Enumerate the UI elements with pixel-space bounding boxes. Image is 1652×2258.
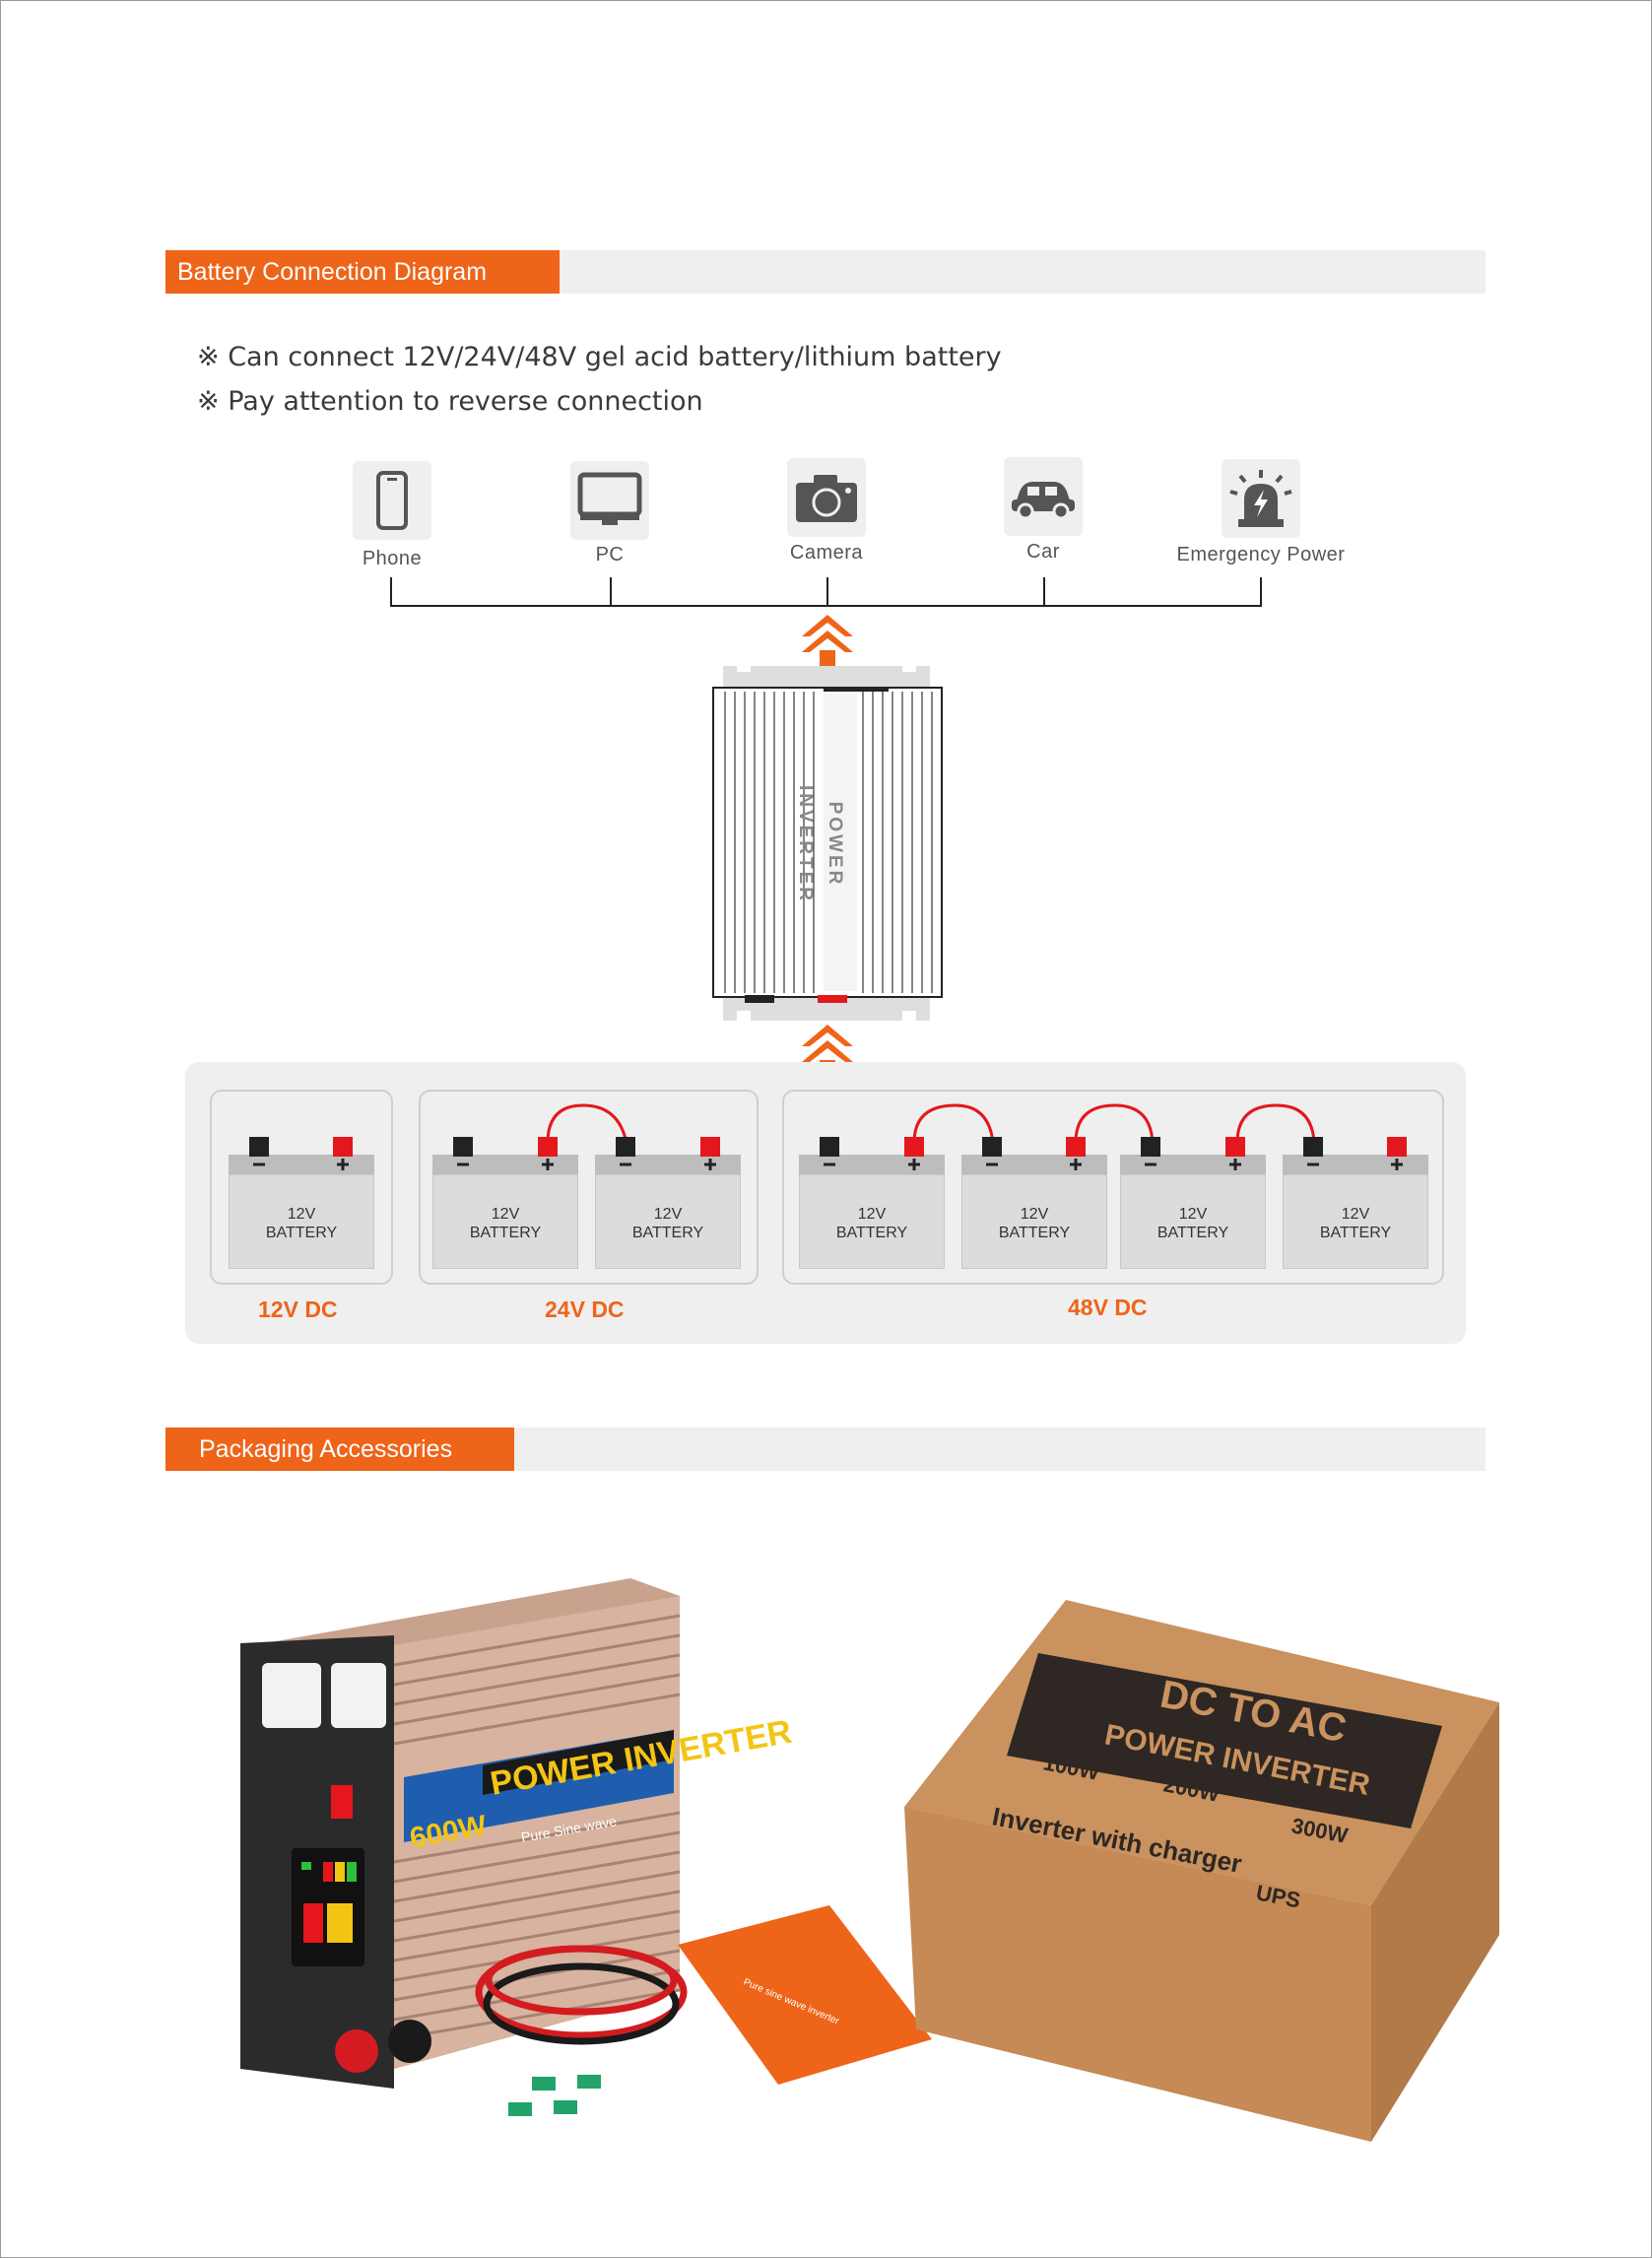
group-label-48v: 48V DC (1068, 1295, 1148, 1320)
group-label-24v: 24V DC (545, 1296, 625, 1322)
device-label-car: Car (1026, 541, 1060, 563)
section-header-connection: Battery Connection Diagram (165, 250, 1486, 294)
battery-terminals (249, 1137, 1407, 1170)
black-terminal-knob (388, 2020, 431, 2063)
battery-cables (475, 1945, 688, 2045)
note-compatibility: ※ Can connect 12V/24V/48V gel acid batte… (197, 342, 1002, 372)
device-label-camera: Camera (789, 542, 864, 564)
camera-icon (796, 475, 857, 522)
device-phone (353, 461, 431, 540)
group-12v (210, 1090, 393, 1285)
group-48v (782, 1090, 1444, 1285)
section-title-packaging: Packaging Accessories (165, 1428, 514, 1471)
device-label-pc: PC (595, 544, 625, 565)
packaging-photo: 600W POWER INVERTER Pure Sine wave Pure … (240, 1578, 1499, 2142)
note-reverse-connection: ※ Pay attention to reverse connection (197, 386, 703, 417)
wiring-diagram (390, 577, 1262, 1082)
series-jumpers (546, 1103, 1316, 1144)
section-title-connection: Battery Connection Diagram (165, 250, 560, 294)
device-camera (787, 458, 866, 537)
red-terminal-knob (335, 2029, 378, 2073)
device-pc (570, 461, 649, 540)
manual-leaflet (678, 1905, 932, 2085)
bus-lines (390, 577, 1262, 607)
device-car (1004, 457, 1083, 536)
fuses (508, 2075, 601, 2116)
section-header-packaging: Packaging Accessories (165, 1428, 1486, 1471)
packaging-box (904, 1600, 1499, 2142)
device-emergency-power (1222, 459, 1300, 538)
inverter-drawing (712, 662, 943, 1021)
device-label-phone: Phone (362, 548, 423, 569)
siren-icon (1229, 470, 1292, 527)
monitor-icon (577, 472, 642, 525)
device-label-emergency-power: Emergency Power (1176, 544, 1346, 565)
group-24v (419, 1090, 759, 1285)
arrow-up-top (802, 615, 853, 672)
phone-icon (376, 471, 408, 530)
inverter-label: POWER INVERTER (795, 784, 845, 904)
notes: ※ Can connect 12V/24V/48V gel acid batte… (197, 335, 1002, 424)
car-icon (1012, 482, 1075, 519)
inverter-unit (240, 1578, 681, 2089)
group-label-12v: 12V DC (258, 1296, 338, 1322)
